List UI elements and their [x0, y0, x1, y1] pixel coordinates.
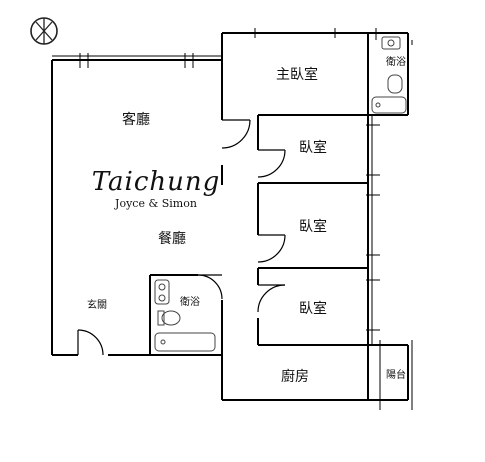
- room-label-bedroom-1: 臥室: [299, 139, 327, 156]
- brand-title: Taichung: [92, 167, 221, 197]
- room-label-balcony: 陽台: [386, 368, 406, 381]
- room-label-living: 客廳: [122, 111, 150, 128]
- master-bath-fixtures: [371, 36, 407, 114]
- room-label-kitchen: 廚房: [281, 368, 309, 385]
- room-label-master-bath: 衛浴: [386, 55, 406, 68]
- window-lines: [52, 28, 413, 410]
- doors: [77, 119, 286, 356]
- room-label-entrance: 玄關: [87, 298, 107, 311]
- room-label-bath: 衛浴: [180, 295, 200, 308]
- room-label-dining: 餐廳: [158, 230, 186, 247]
- compass-icon: [30, 17, 58, 45]
- walls: [51, 32, 409, 401]
- bath-fixtures: [154, 279, 216, 352]
- room-label-master-bedroom: 主臥室: [276, 66, 318, 83]
- room-label-bedroom-2: 臥室: [299, 218, 327, 235]
- room-label-bedroom-3: 臥室: [299, 300, 327, 317]
- brand-subtitle: Joyce & Simon: [114, 197, 197, 210]
